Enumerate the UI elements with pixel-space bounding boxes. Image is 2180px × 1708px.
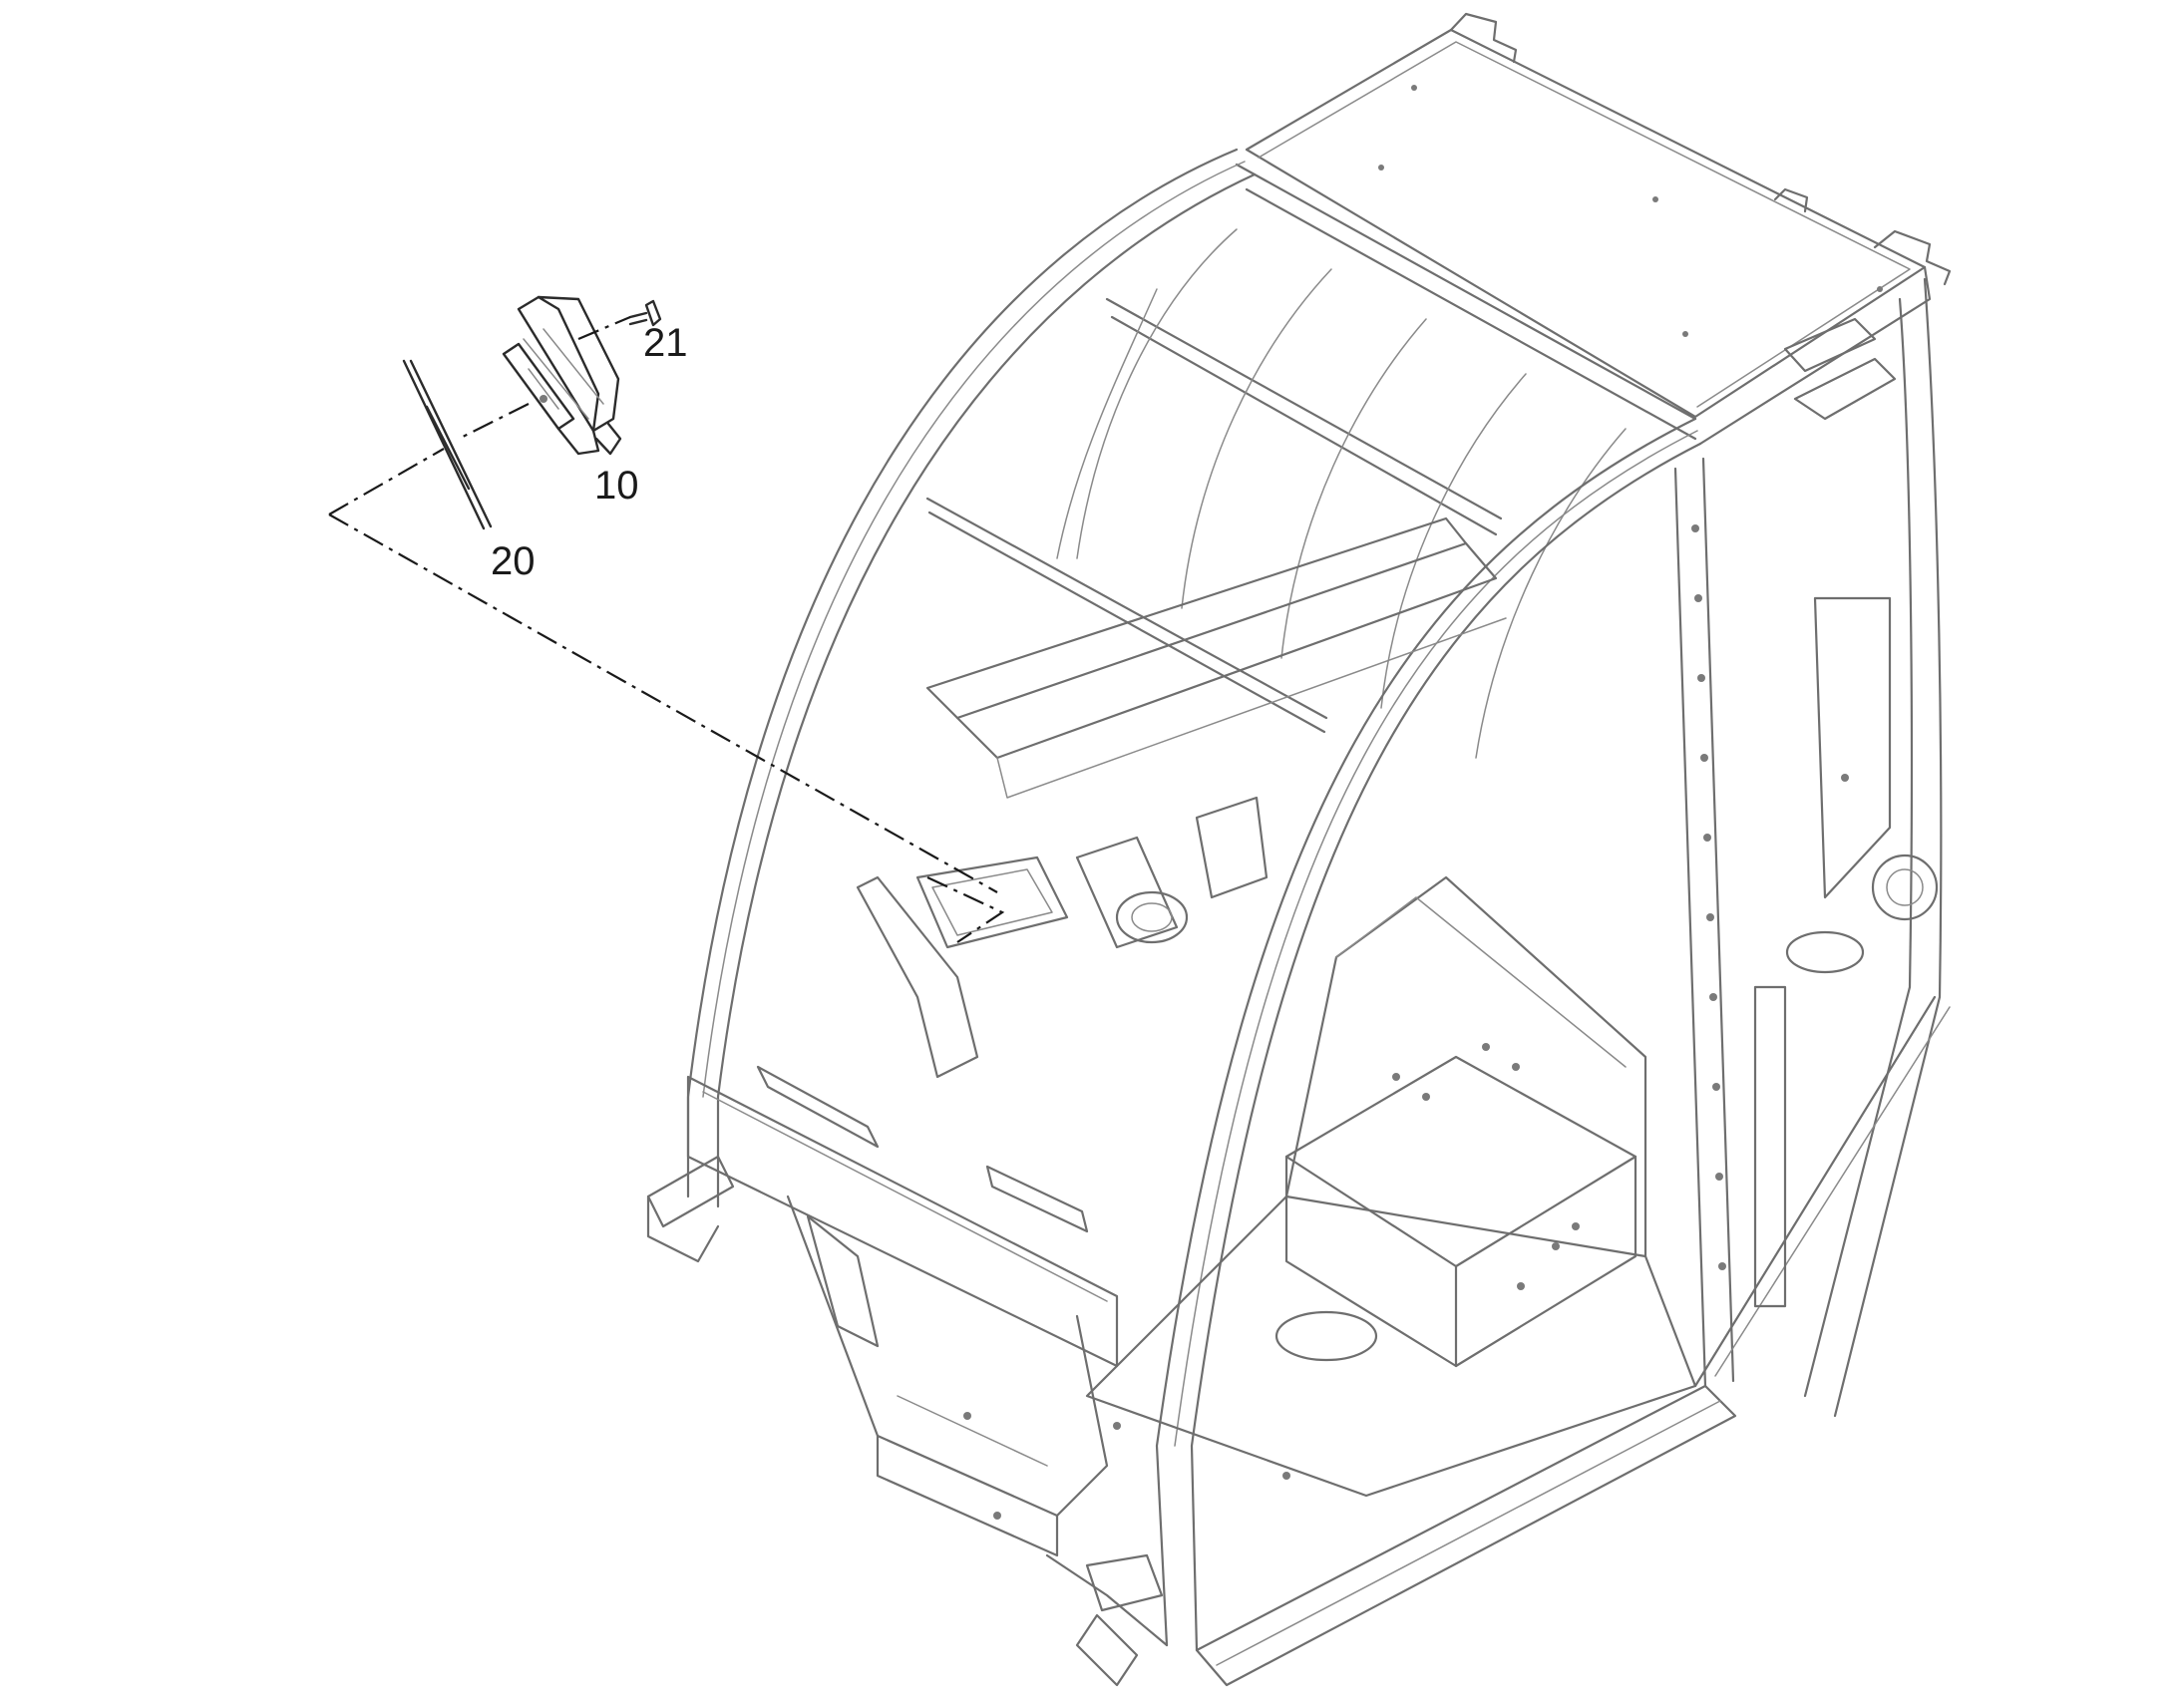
- cab-floor: [1085, 1195, 1697, 1498]
- callout-10: 10: [594, 464, 639, 508]
- cab-frame: [646, 12, 1952, 1687]
- callout-20: 20: [491, 539, 536, 583]
- roof-bracket-front: [1449, 12, 1518, 64]
- part-20-strip: [402, 359, 486, 530]
- lower-chassis-mount: [786, 1195, 1109, 1518]
- exploded-parts: 10 20 21: [328, 295, 1005, 943]
- seat-box: [1284, 1055, 1637, 1268]
- front-right-pillar: [1155, 417, 1697, 1647]
- roof-crossbar-mid: [1105, 297, 1503, 520]
- roof-bracket-rear: [1873, 229, 1952, 286]
- front-lower-panel: [686, 1075, 1119, 1368]
- rear-right-pillar: [1833, 277, 1943, 1418]
- door-post: [1673, 467, 1707, 1388]
- floor-port: [1274, 1310, 1378, 1362]
- door-sill: [1195, 1384, 1737, 1687]
- part-10-instrument-cluster: [502, 295, 622, 456]
- dash-console: [856, 875, 979, 1079]
- front-left-pillar: [686, 148, 1239, 1198]
- roof-crossbar-rear: [925, 497, 1328, 720]
- part-21-screw: [628, 299, 662, 327]
- rear-pivot-boss: [1871, 854, 1939, 921]
- explode-line-main: [328, 448, 445, 515]
- roof-crossbar-front: [1235, 163, 1697, 421]
- callout-21: 21: [643, 321, 688, 365]
